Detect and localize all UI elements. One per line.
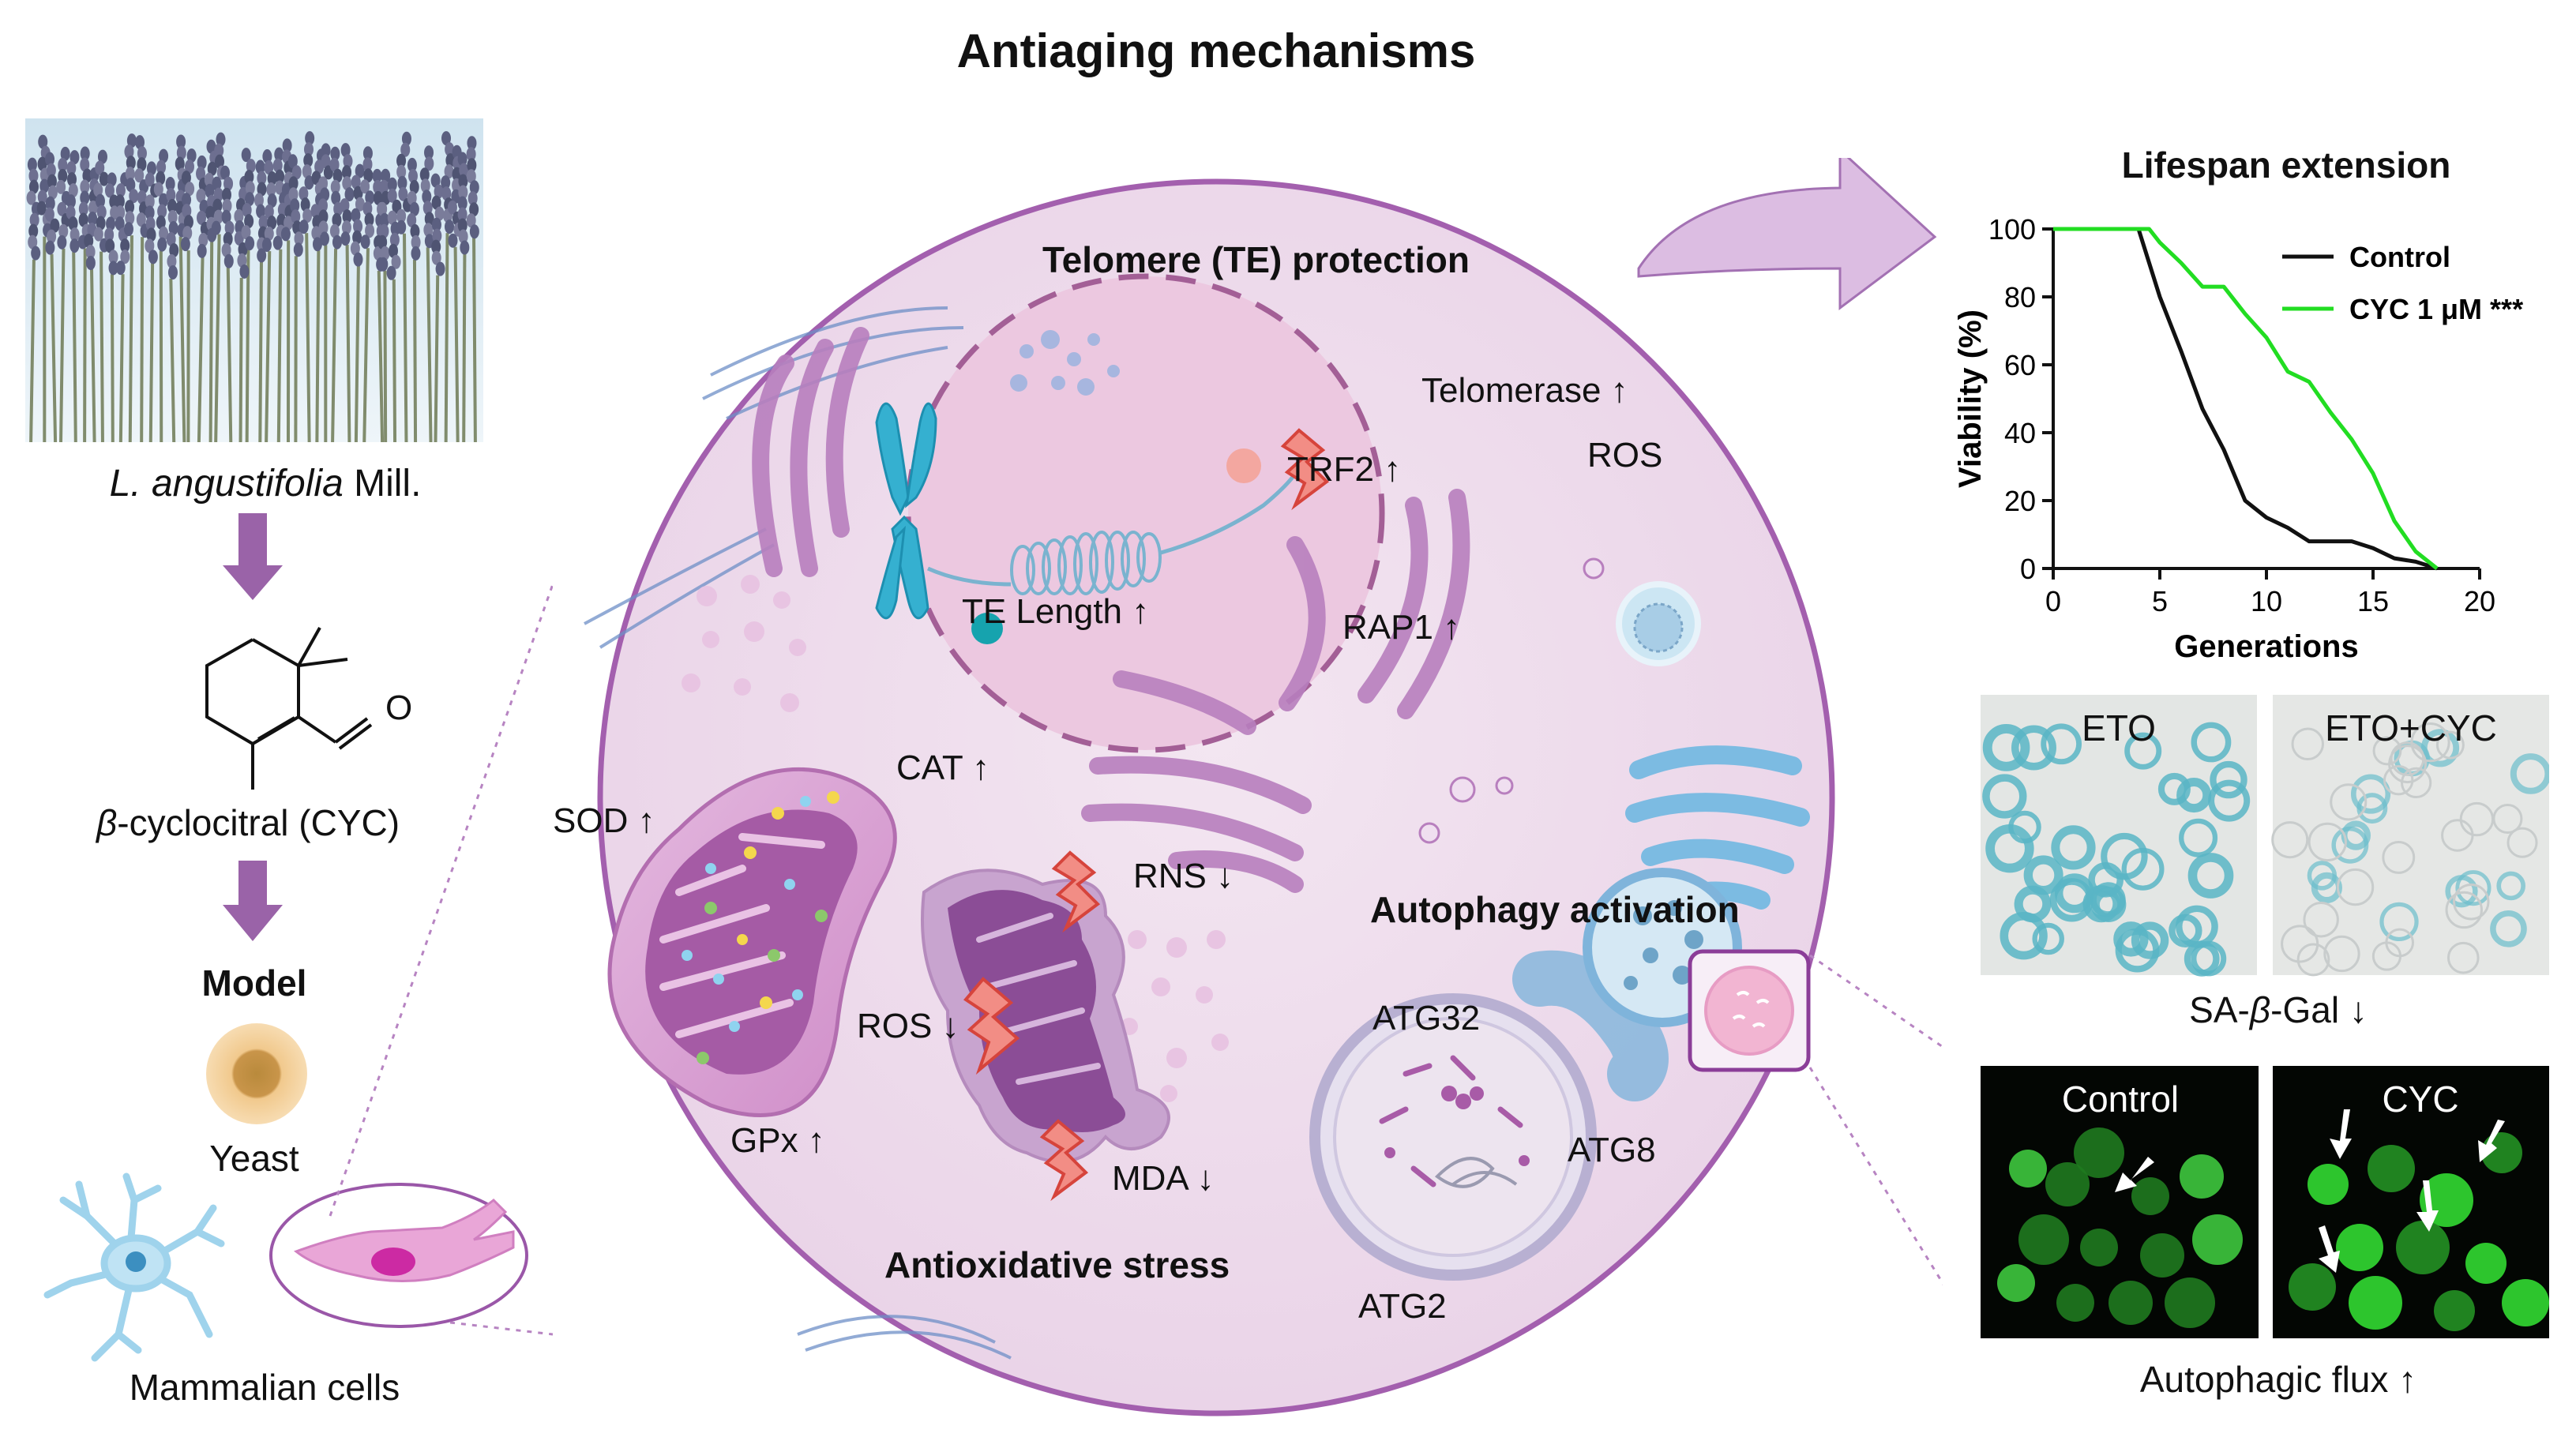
atg2-label: ATG2 xyxy=(1358,1287,1447,1326)
down-arrow-2-icon xyxy=(223,861,283,941)
rns-label: RNS ↓ xyxy=(1133,857,1234,895)
series-line-1 xyxy=(2053,227,2438,571)
cell-diagram xyxy=(584,158,1943,1416)
chromosome-icon xyxy=(875,402,937,620)
yeast-cell-icon xyxy=(206,1023,307,1124)
nucleus xyxy=(875,273,1385,753)
trf2-protein-icon xyxy=(1226,448,1261,483)
lysosome-icon xyxy=(1704,966,1794,1056)
beta-cyclocitral-structure-icon xyxy=(205,627,373,790)
zoom-line-autophagy-upper xyxy=(1809,954,1943,1049)
series-line-2 xyxy=(2053,227,2439,570)
trf2-label: TRF2 ↑ xyxy=(1287,450,1402,489)
autophagosome-icon xyxy=(1309,868,1742,1281)
figure-title: Antiaging mechanisms xyxy=(956,24,1476,77)
eto-cyc-label: ETO+CYC xyxy=(2325,707,2497,749)
golgi-apparatus xyxy=(1625,745,1810,910)
aldehyde-oxygen-label: O xyxy=(385,688,413,727)
cyc-fluor-label: CYC xyxy=(2382,1079,2459,1120)
endoplasmic-reticulum xyxy=(752,327,1470,893)
mammalian-cells-label: Mammalian cells xyxy=(129,1367,400,1408)
autophagic-flux-label: Autophagic flux ↑ xyxy=(2139,1359,2417,1400)
neuron-cell-icon xyxy=(43,1172,225,1362)
y-tick-label: 0 xyxy=(2020,553,2036,585)
sa-gal-label: SA-β-Gal ↓ xyxy=(2189,989,2368,1030)
legend-label-2: CYC 1 μM *** xyxy=(2349,293,2523,325)
legend-label-1: Control xyxy=(2349,241,2450,273)
yeast-label: Yeast xyxy=(209,1138,299,1179)
lavender-photo xyxy=(25,118,483,443)
x-tick-label: 20 xyxy=(2464,585,2495,617)
telomerase-label: Telomerase ↑ xyxy=(1421,371,1628,410)
mammalian-cell-icon xyxy=(269,1183,528,1328)
rap1-label: RAP1 ↑ xyxy=(1342,608,1461,647)
lifespan-title: Lifespan extension xyxy=(2121,144,2451,186)
y-axis-label: Viability (%) xyxy=(1953,310,1988,488)
mda-label: MDA ↓ xyxy=(1112,1159,1215,1198)
left-column-art xyxy=(25,118,553,1362)
lightning-bolt-icons xyxy=(963,428,1330,1202)
rap1-protein-icon xyxy=(971,613,1003,644)
zoom-line-autophagy-lower xyxy=(1808,1067,1943,1285)
mitochondrion-icon xyxy=(607,767,897,1117)
y-tick-label: 40 xyxy=(2004,417,2036,449)
x-tick-label: 15 xyxy=(2357,585,2389,617)
atg32-label: ATG32 xyxy=(1372,999,1481,1037)
y-tick-label: 20 xyxy=(2004,485,2036,517)
atg8-label: ATG8 xyxy=(1568,1131,1656,1169)
te-length-label: TE Length ↑ xyxy=(962,592,1150,631)
antioxidative-heading: Antioxidative stress xyxy=(884,1244,1230,1285)
zoom-line-upper xyxy=(329,583,553,1217)
y-tick-label: 80 xyxy=(2004,281,2036,313)
x-tick-label: 0 xyxy=(2045,585,2061,617)
x-tick-label: 5 xyxy=(2152,585,2168,617)
white-arrow-icons xyxy=(2115,1109,2505,1273)
plant-name-label: L. angustifolia Mill. xyxy=(109,463,422,505)
x-axis-label: Generations xyxy=(2174,629,2358,664)
curved-arrow-icon xyxy=(1637,158,1937,310)
sa-gal-micrographs xyxy=(1981,695,2549,977)
ros-label: ROS ↓ xyxy=(857,1007,959,1045)
autophagy-heading: Autophagy activation xyxy=(1370,889,1740,930)
compound-label: β-cyclocitral (CYC) xyxy=(96,802,400,843)
down-arrow-1-icon xyxy=(223,513,283,600)
x-tick-label: 10 xyxy=(2251,585,2282,617)
fluorescence-micrographs xyxy=(1981,1066,2549,1338)
y-tick-label: 100 xyxy=(1988,213,2036,246)
vesicles xyxy=(682,575,1229,1102)
model-label: Model xyxy=(201,962,307,1004)
gpx-label: GPx ↑ xyxy=(730,1121,825,1160)
telomere-heading: Telomere (TE) protection xyxy=(1042,239,1470,280)
y-tick-label: 60 xyxy=(2004,349,2036,381)
telomere-coil xyxy=(1010,531,1162,595)
control-fluor-label: Control xyxy=(2061,1079,2180,1120)
telomere-ros-label: ROS xyxy=(1587,436,1663,475)
eto-label: ETO xyxy=(2082,707,2156,749)
sod-label: SOD ↑ xyxy=(553,801,655,840)
cat-label: CAT ↑ xyxy=(896,749,990,787)
